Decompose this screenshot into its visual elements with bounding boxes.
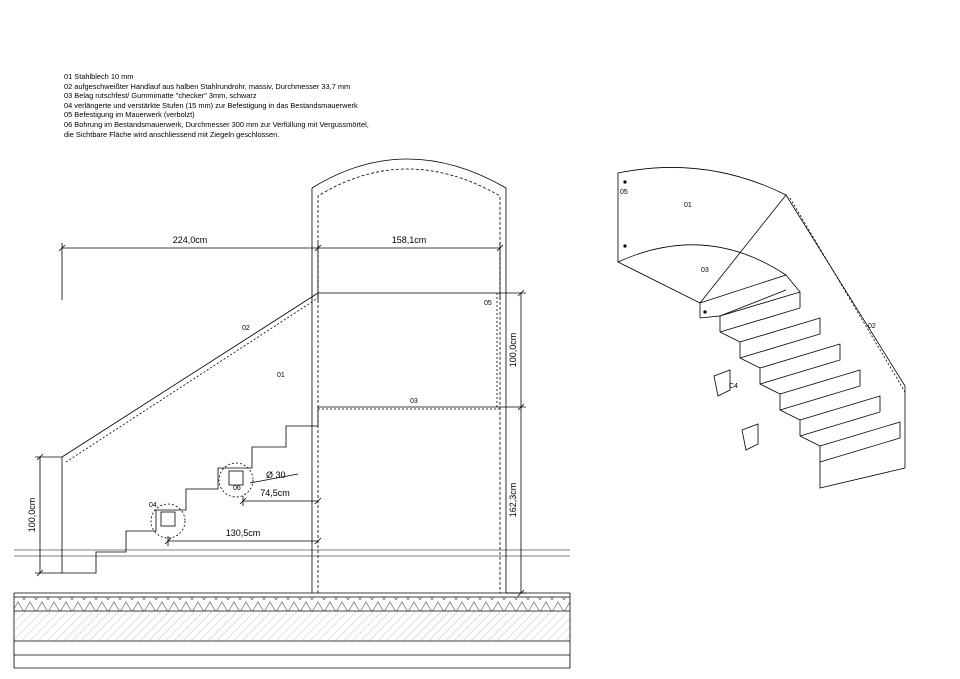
note-line: 01 Stahlblech 10 mm [64, 72, 134, 81]
dim-label-right-upper: 100,0cm [508, 333, 518, 368]
dimension-top [58, 243, 504, 300]
iso-tag-03: 03 [701, 267, 709, 274]
floor-lines [14, 549, 570, 557]
ground-strata [13, 592, 571, 669]
tag-03: 03 [410, 398, 418, 405]
dim-label-1581: 158,1cm [392, 235, 427, 245]
dim-label-224: 224,0cm [173, 235, 208, 245]
note-line: die Sichtbare Fläche wird anschliessend … [64, 129, 280, 139]
iso-landing-edge [617, 244, 787, 276]
stair-profile [61, 292, 500, 574]
detail-markers [160, 470, 244, 527]
iso-tag-01: 01 [684, 202, 692, 209]
tag-05: 05 [484, 300, 492, 307]
dim-label-left: 100,0cm [27, 498, 37, 533]
dim-label-745: 74,5cm [260, 488, 290, 498]
detail-circles [150, 462, 254, 539]
note-line: 02 aufgeschweißter Handlauf aus halben S… [64, 81, 351, 91]
section-view [13, 158, 571, 669]
tag-01: 01 [277, 372, 285, 379]
iso-steps [699, 274, 906, 489]
dimension-right [500, 289, 526, 597]
iso-tag-05: 05 [620, 189, 628, 196]
iso-tag-04: C4 [729, 383, 738, 390]
dim-label-right-lower: 162,3cm [508, 483, 518, 518]
iso-wall-panel [617, 167, 787, 304]
dimension-745 [239, 473, 322, 506]
isometric-view [617, 167, 906, 489]
dimension-1305 [164, 536, 322, 546]
wall-arch [311, 158, 507, 593]
legend-notes: 01 Stahlblech 10 mm 02 aufgeschweißter H… [64, 72, 369, 139]
tag-06: 06 [233, 485, 241, 492]
iso-tag-02: 02 [868, 323, 876, 330]
note-line: 06 Bohrung im Bestandsmauerwerk, Durchme… [64, 119, 369, 129]
note-line: 04 verlängerte und verstärkte Stufen (15… [64, 100, 358, 110]
dim-label-diameter: Ø 30 [266, 470, 286, 480]
dimension-left [35, 453, 62, 577]
tag-04: 04 [149, 502, 157, 509]
iso-handrail [785, 194, 906, 387]
tag-02: 02 [242, 325, 250, 332]
dim-label-1305: 130,5cm [226, 528, 261, 538]
note-line: 05 Befestigung im Mauerwerk (verbolzt) [64, 110, 195, 120]
note-line: 03 Belag rutschfest/ Gummimatte "checker… [64, 91, 257, 101]
iso-landing-front [699, 274, 787, 304]
